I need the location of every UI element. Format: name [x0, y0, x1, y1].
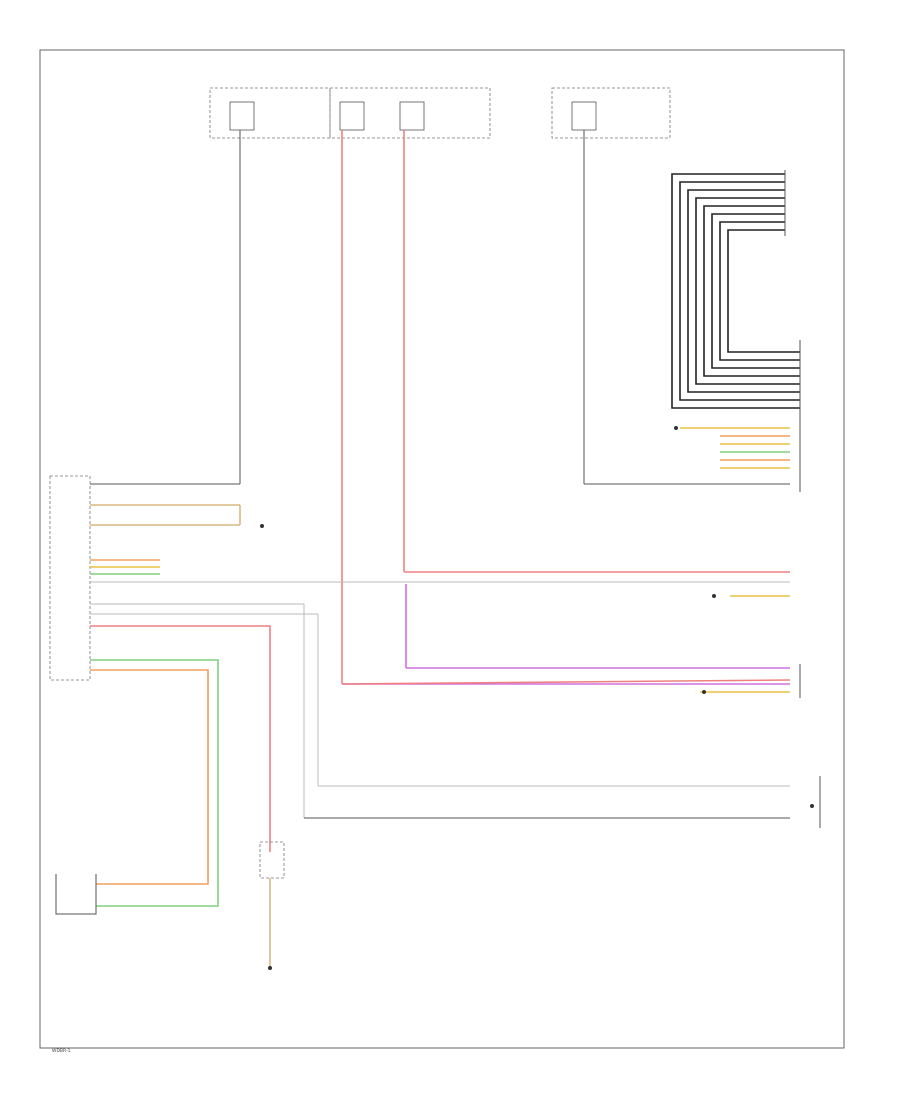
bundle-wire-1: [671, 173, 800, 409]
sensor-box: [55, 874, 97, 915]
ground-stubs-upper: [674, 426, 790, 469]
bundle-wire-6: [711, 213, 800, 369]
fuse-2: [339, 101, 365, 131]
fuse-box-3: [551, 87, 671, 139]
ground-dot-5: [268, 966, 272, 970]
wire-orange-to-sensor: [90, 669, 209, 885]
fuse-4: [571, 101, 597, 131]
diagram-frame: [39, 49, 845, 1049]
wire-red-bottom: [341, 679, 791, 685]
wire-red-to-relay: [90, 625, 271, 852]
main-module: [49, 475, 91, 681]
fuse-box-1: [209, 87, 331, 139]
page-code: WDBR-1: [52, 1048, 71, 1054]
ground-dot-4: [702, 690, 706, 694]
fuse-box-2: [329, 87, 491, 139]
bundle-upper: [671, 173, 800, 409]
bundle-wire-3: [687, 189, 800, 393]
fuse-panel-right: [551, 87, 671, 139]
ground-dot-2: [260, 524, 264, 528]
ground-dot-3: [712, 594, 716, 598]
fuse-1: [229, 101, 255, 131]
bundle-wire-2: [679, 181, 800, 401]
fuse-3: [399, 101, 425, 131]
bundle-wire-4: [695, 197, 800, 385]
fuse-panel-left: [209, 87, 491, 139]
bundle-wire-7: [719, 221, 800, 361]
wire-green-to-sensor: [90, 659, 219, 907]
ground-dot-1: [674, 426, 678, 430]
relay-box: [259, 841, 285, 879]
bundle-wire-5: [703, 205, 800, 377]
bundle-wire-8: [727, 229, 800, 353]
switch-contact: [810, 804, 814, 808]
